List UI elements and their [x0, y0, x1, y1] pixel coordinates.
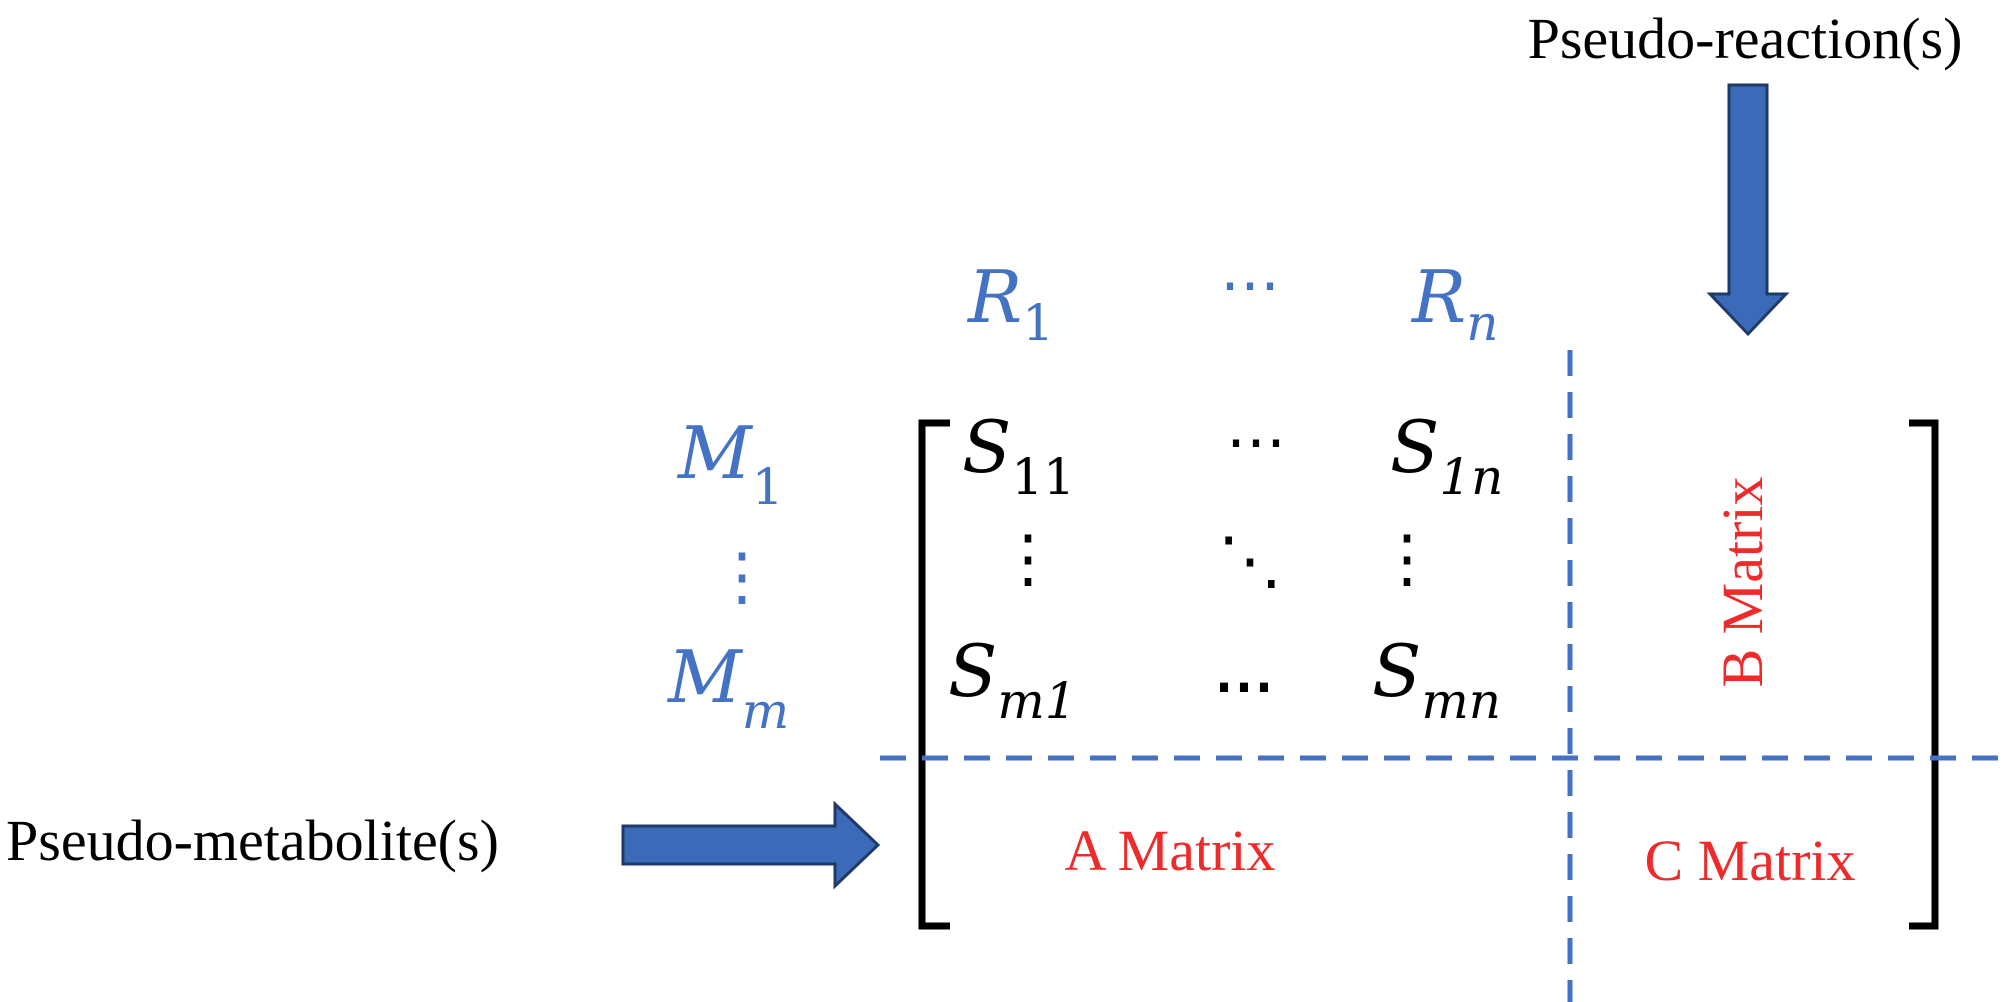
matrix-right-vdots: ⋮ — [1375, 522, 1439, 596]
reaction-ellipsis: ⋯ — [1220, 250, 1280, 320]
metabolite-ellipsis: ⋮ — [710, 540, 774, 614]
matrix-entry-s11: S11 — [962, 405, 1075, 506]
pseudo-reaction-arrow — [1706, 83, 1790, 337]
metabolite-mm: Mm — [666, 635, 789, 740]
pseudo-metabolite-arrow — [621, 800, 881, 890]
matrix-ddots: ⋱ — [1218, 524, 1282, 598]
matrix-entry-s1n: S1n — [1390, 405, 1503, 506]
pseudo-metabolite-label: Pseudo-metabolite(s) — [6, 808, 499, 873]
metabolite-m1: M1 — [676, 411, 784, 516]
reaction-r1: R1 — [966, 255, 1054, 352]
matrix-right-bracket — [1909, 419, 1939, 930]
matrix-bottom-ellipsis: ⋯ — [1214, 651, 1274, 721]
matrix-entry-smn: Smn — [1372, 629, 1501, 730]
matrix-entry-sm1: Sm1 — [948, 629, 1077, 730]
b-matrix-label: B Matrix — [1710, 476, 1775, 687]
matrix-top-ellipsis: ⋯ — [1226, 407, 1286, 477]
c-matrix-label: C Matrix — [1644, 828, 1855, 893]
matrix-left-vdots: ⋮ — [996, 522, 1060, 596]
reaction-rn: Rn — [1410, 255, 1498, 352]
a-matrix-label: A Matrix — [1064, 818, 1275, 883]
matrix-left-bracket — [918, 419, 950, 930]
pseudo-reaction-label: Pseudo-reaction(s) — [1528, 6, 1963, 71]
